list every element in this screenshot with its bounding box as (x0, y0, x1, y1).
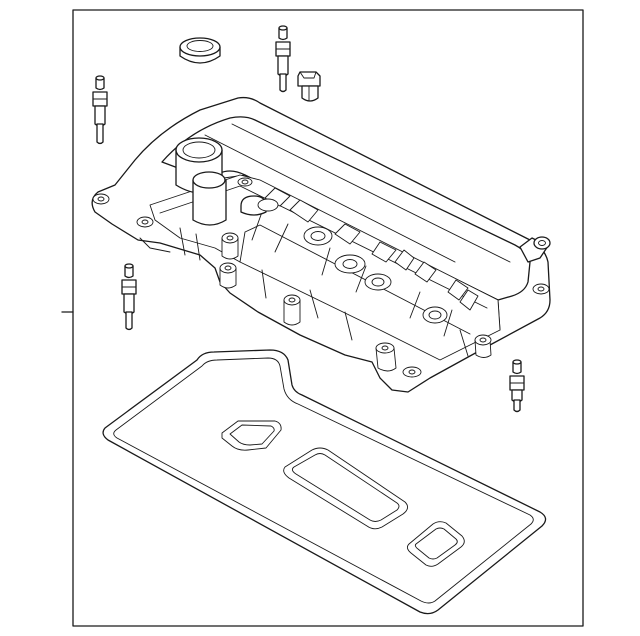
oil-filler-neck (175, 137, 227, 226)
baffle-ribs (251, 187, 479, 337)
valve-cover[interactable] (91, 96, 551, 393)
cover-gasket[interactable] (102, 349, 547, 615)
oil-filler-cap[interactable] (297, 71, 321, 102)
diagram-frame (61, 9, 584, 627)
breather-fitting[interactable] (519, 236, 551, 263)
stud-bolt[interactable] (509, 359, 525, 413)
stud-bolt[interactable] (275, 25, 291, 93)
bolt-bosses (92, 177, 550, 378)
stud-bolt[interactable] (92, 75, 108, 145)
oil-filler-seal-ring[interactable] (179, 37, 221, 64)
stud-bolt[interactable] (121, 263, 137, 331)
